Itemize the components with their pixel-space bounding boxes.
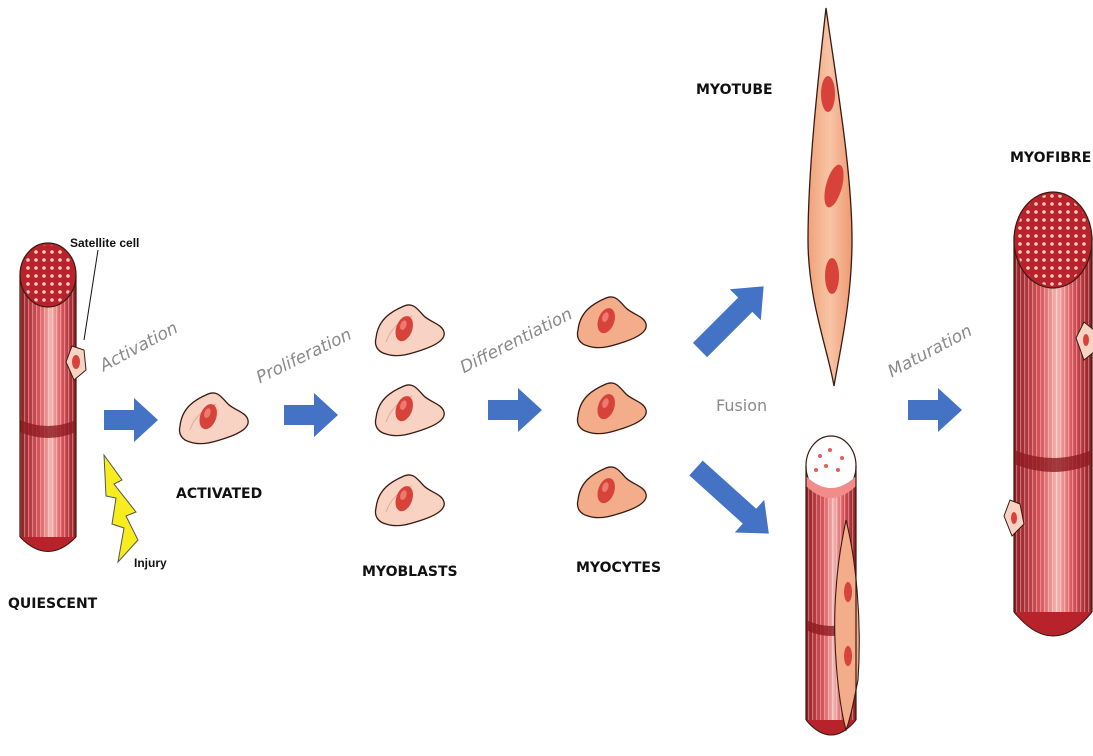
arrow-up-right-icon xyxy=(684,271,779,366)
myofibre-fiber xyxy=(1004,192,1093,636)
myoblast-cell xyxy=(375,385,444,436)
myocyte-cell xyxy=(577,383,646,434)
arrow-right-icon xyxy=(908,388,962,432)
quiescent-fiber xyxy=(20,243,76,552)
myoblast-cell xyxy=(375,305,444,356)
myofibre-label: MYOFIBRE xyxy=(1010,150,1091,166)
activated-label: ACTIVATED xyxy=(176,486,262,502)
myocyte-cell xyxy=(577,467,646,518)
myoblast-cell xyxy=(375,475,444,526)
myocytes-label: MYOCYTES xyxy=(576,560,661,576)
arrow-right-icon xyxy=(284,393,338,437)
fused-fiber xyxy=(806,436,859,735)
fusion-step-label: Fusion xyxy=(716,396,767,415)
lightning-bolt-icon xyxy=(104,455,138,562)
myoblasts-label: MYOBLASTS xyxy=(362,564,458,580)
myocyte-cell xyxy=(577,297,646,348)
activated-cell xyxy=(179,393,248,444)
arrow-down-right-icon xyxy=(681,452,783,550)
arrow-right-icon xyxy=(488,388,542,432)
quiescent-label: QUIESCENT xyxy=(8,596,97,612)
arrow-right-icon xyxy=(104,398,158,442)
injury-label: Injury xyxy=(134,556,167,570)
satellite-cell-label: Satellite cell xyxy=(70,236,139,250)
myotube-cell xyxy=(808,8,852,386)
myotube-label: MYOTUBE xyxy=(696,82,773,98)
